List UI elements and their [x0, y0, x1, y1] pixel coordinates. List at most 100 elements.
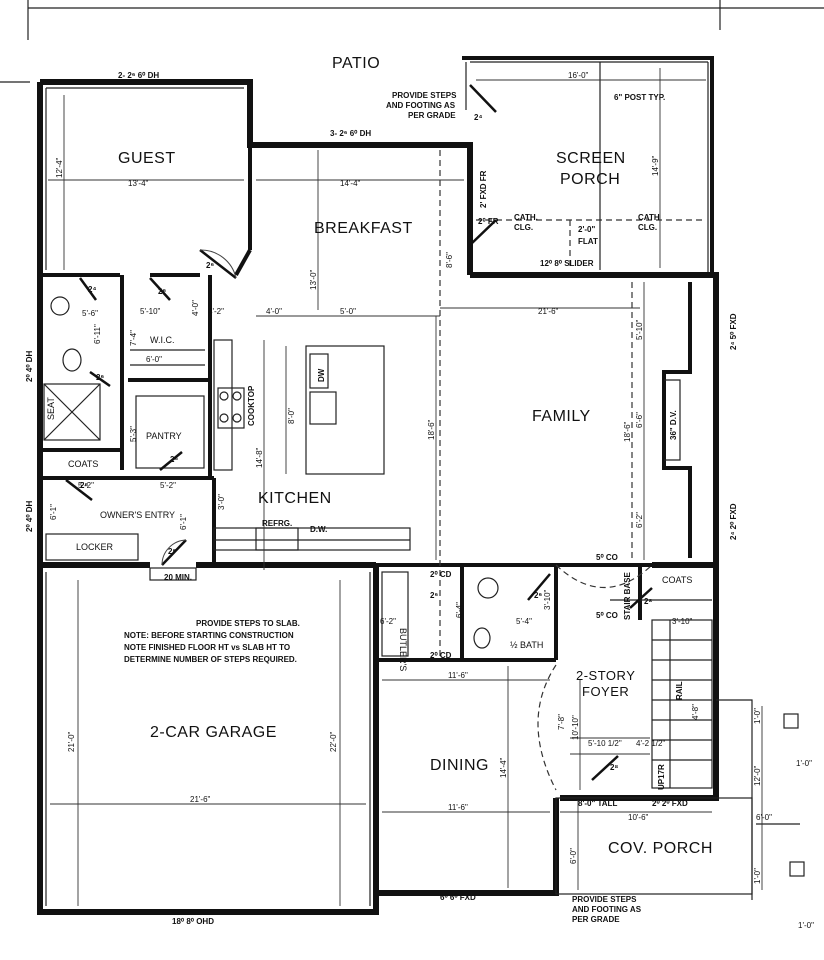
island [305, 345, 385, 475]
note-steps-patio-3: PER GRADE [408, 111, 456, 120]
note-dw2: DW [317, 368, 326, 382]
dim-text: 7'-4" [129, 330, 138, 346]
dim-text: 5'-10" [635, 319, 644, 340]
dim-text: 1'-0" [753, 708, 762, 724]
room-label-pantry: PANTRY [146, 431, 182, 441]
note-slab-1: PROVIDE STEPS TO SLAB. [196, 619, 300, 628]
fridge [255, 527, 299, 551]
door-size: 2⁶ [534, 591, 542, 600]
locker [45, 533, 139, 561]
note-stair-base: STAIR BASE [623, 571, 632, 620]
toilet [473, 627, 491, 649]
shower-x [43, 383, 101, 441]
stair [651, 619, 713, 789]
note-dv: 36" D.V. [669, 410, 678, 440]
dim-text: 22'-0" [329, 731, 338, 752]
dim-text: 4'-2" [208, 307, 224, 316]
dim-text: 12'-0" [753, 765, 762, 786]
coats-door [65, 479, 93, 501]
porch-step [716, 699, 753, 900]
note-steps-front-3: PER GRADE [572, 915, 620, 924]
room-label-seat: SEAT [46, 397, 56, 420]
note-fr: 2⁰ FR [478, 217, 499, 226]
dim-text: 3'-0" [217, 494, 226, 510]
dim-text: 14'-9" [651, 155, 660, 176]
note-fxd-r2: 2⁴ 2⁰ FXD [729, 503, 738, 540]
note-cd4: 2⁰ CD [430, 651, 452, 660]
note-cath-2b: CLG. [638, 223, 657, 232]
dim-text: 3'-10" [672, 617, 693, 626]
exterior-wall [373, 565, 559, 896]
dishwasher [309, 353, 329, 389]
room-label-coats-2: COATS [662, 575, 692, 585]
dim-text: 4'-0" [266, 307, 282, 316]
room-label-porch: PORCH [560, 171, 620, 188]
dim-text: 3'-10" [543, 589, 552, 610]
dim-text: 11'-6" [448, 671, 468, 680]
wic-door [149, 277, 171, 301]
dim-text: 11'-6" [448, 803, 468, 812]
dim-text: 4'-0" [191, 300, 200, 316]
door-size: 2⁸ [610, 763, 618, 772]
note-cd3: 5⁰ CO [596, 611, 618, 620]
foyer-arc [537, 664, 557, 791]
room-label-garage: 2-CAR GARAGE [150, 724, 277, 741]
shower [43, 383, 101, 441]
dim-text: 21'-0" [67, 731, 76, 752]
dim-text: 6'-6" [635, 412, 644, 428]
dim-text: 6'-0" [756, 813, 772, 822]
room-label-butlers: BUTLER'S [398, 628, 408, 671]
note-cd2: 5⁰ CO [596, 553, 618, 562]
note-dh-left2: 2⁰ 4⁰ DH [25, 500, 34, 532]
sink [309, 391, 337, 425]
note-dw: D.W. [310, 525, 327, 534]
note-cath-2a: CATH [638, 213, 660, 222]
porch-post [783, 713, 799, 729]
door-swing [161, 539, 187, 566]
dim-text: 6'-0" [569, 848, 578, 864]
room-label-screen: SCREEN [556, 150, 626, 167]
burner [219, 413, 229, 423]
sink [477, 577, 499, 599]
pantry-outline [135, 395, 205, 469]
counter [213, 339, 233, 471]
dim-text: 6'-2" [380, 617, 396, 626]
dim-text: 5'-2" [160, 481, 176, 490]
room-label-owners-entry: OWNER'S ENTRY [100, 510, 175, 520]
dim-text: 1'-0" [753, 868, 762, 884]
room-label-wic: W.I.C. [150, 335, 175, 345]
door-size: 2⁶ [168, 547, 176, 556]
dim-text: 6'-11" [93, 324, 102, 344]
bath-door [527, 573, 551, 601]
dim-text: 10'-10" [571, 715, 580, 740]
room-label-coats: COATS [68, 459, 98, 469]
exterior-wall [470, 272, 719, 565]
note-flat-1: 2'-0" [578, 225, 595, 234]
steps [149, 567, 197, 581]
room-label-guest: GUEST [118, 150, 176, 167]
dim-text: 21'-6" [538, 307, 559, 316]
note-steps-front-1: PROVIDE STEPS [572, 895, 637, 904]
exterior-wall [40, 79, 473, 275]
door-size: 2⁶ [80, 481, 88, 490]
dim-text: 6'-1" [49, 504, 58, 520]
note-min: 20 MIN. [164, 573, 192, 582]
dim-text: 21'-6" [190, 795, 211, 804]
room-label-half-bath: ½ BATH [510, 640, 543, 650]
note-fxd-dining: 6⁰ 6⁰ FXD [440, 893, 476, 902]
note-dh-guest: 2- 2⁶ 6⁰ DH [118, 71, 159, 80]
room-label-locker: LOCKER [76, 542, 114, 552]
door-size: 2⁴ [474, 113, 482, 122]
coats-door [629, 587, 653, 609]
note-tall: 8'-0" TALL [578, 799, 617, 808]
dim-text: 8'-6" [445, 252, 454, 268]
note-slab-4: DETERMINE NUMBER OF STEPS REQUIRED. [124, 655, 297, 664]
porch-post [789, 861, 805, 877]
note-steps-patio-2: AND FOOTING AS [386, 101, 456, 110]
note-cd1: 2⁰ CD [430, 570, 452, 579]
dim-text: 8'-0" [287, 408, 296, 424]
dim-text: 13'-4" [128, 179, 149, 188]
dim-text: 6'-1" [179, 514, 188, 530]
room-label-kitchen: KITCHEN [258, 490, 332, 507]
